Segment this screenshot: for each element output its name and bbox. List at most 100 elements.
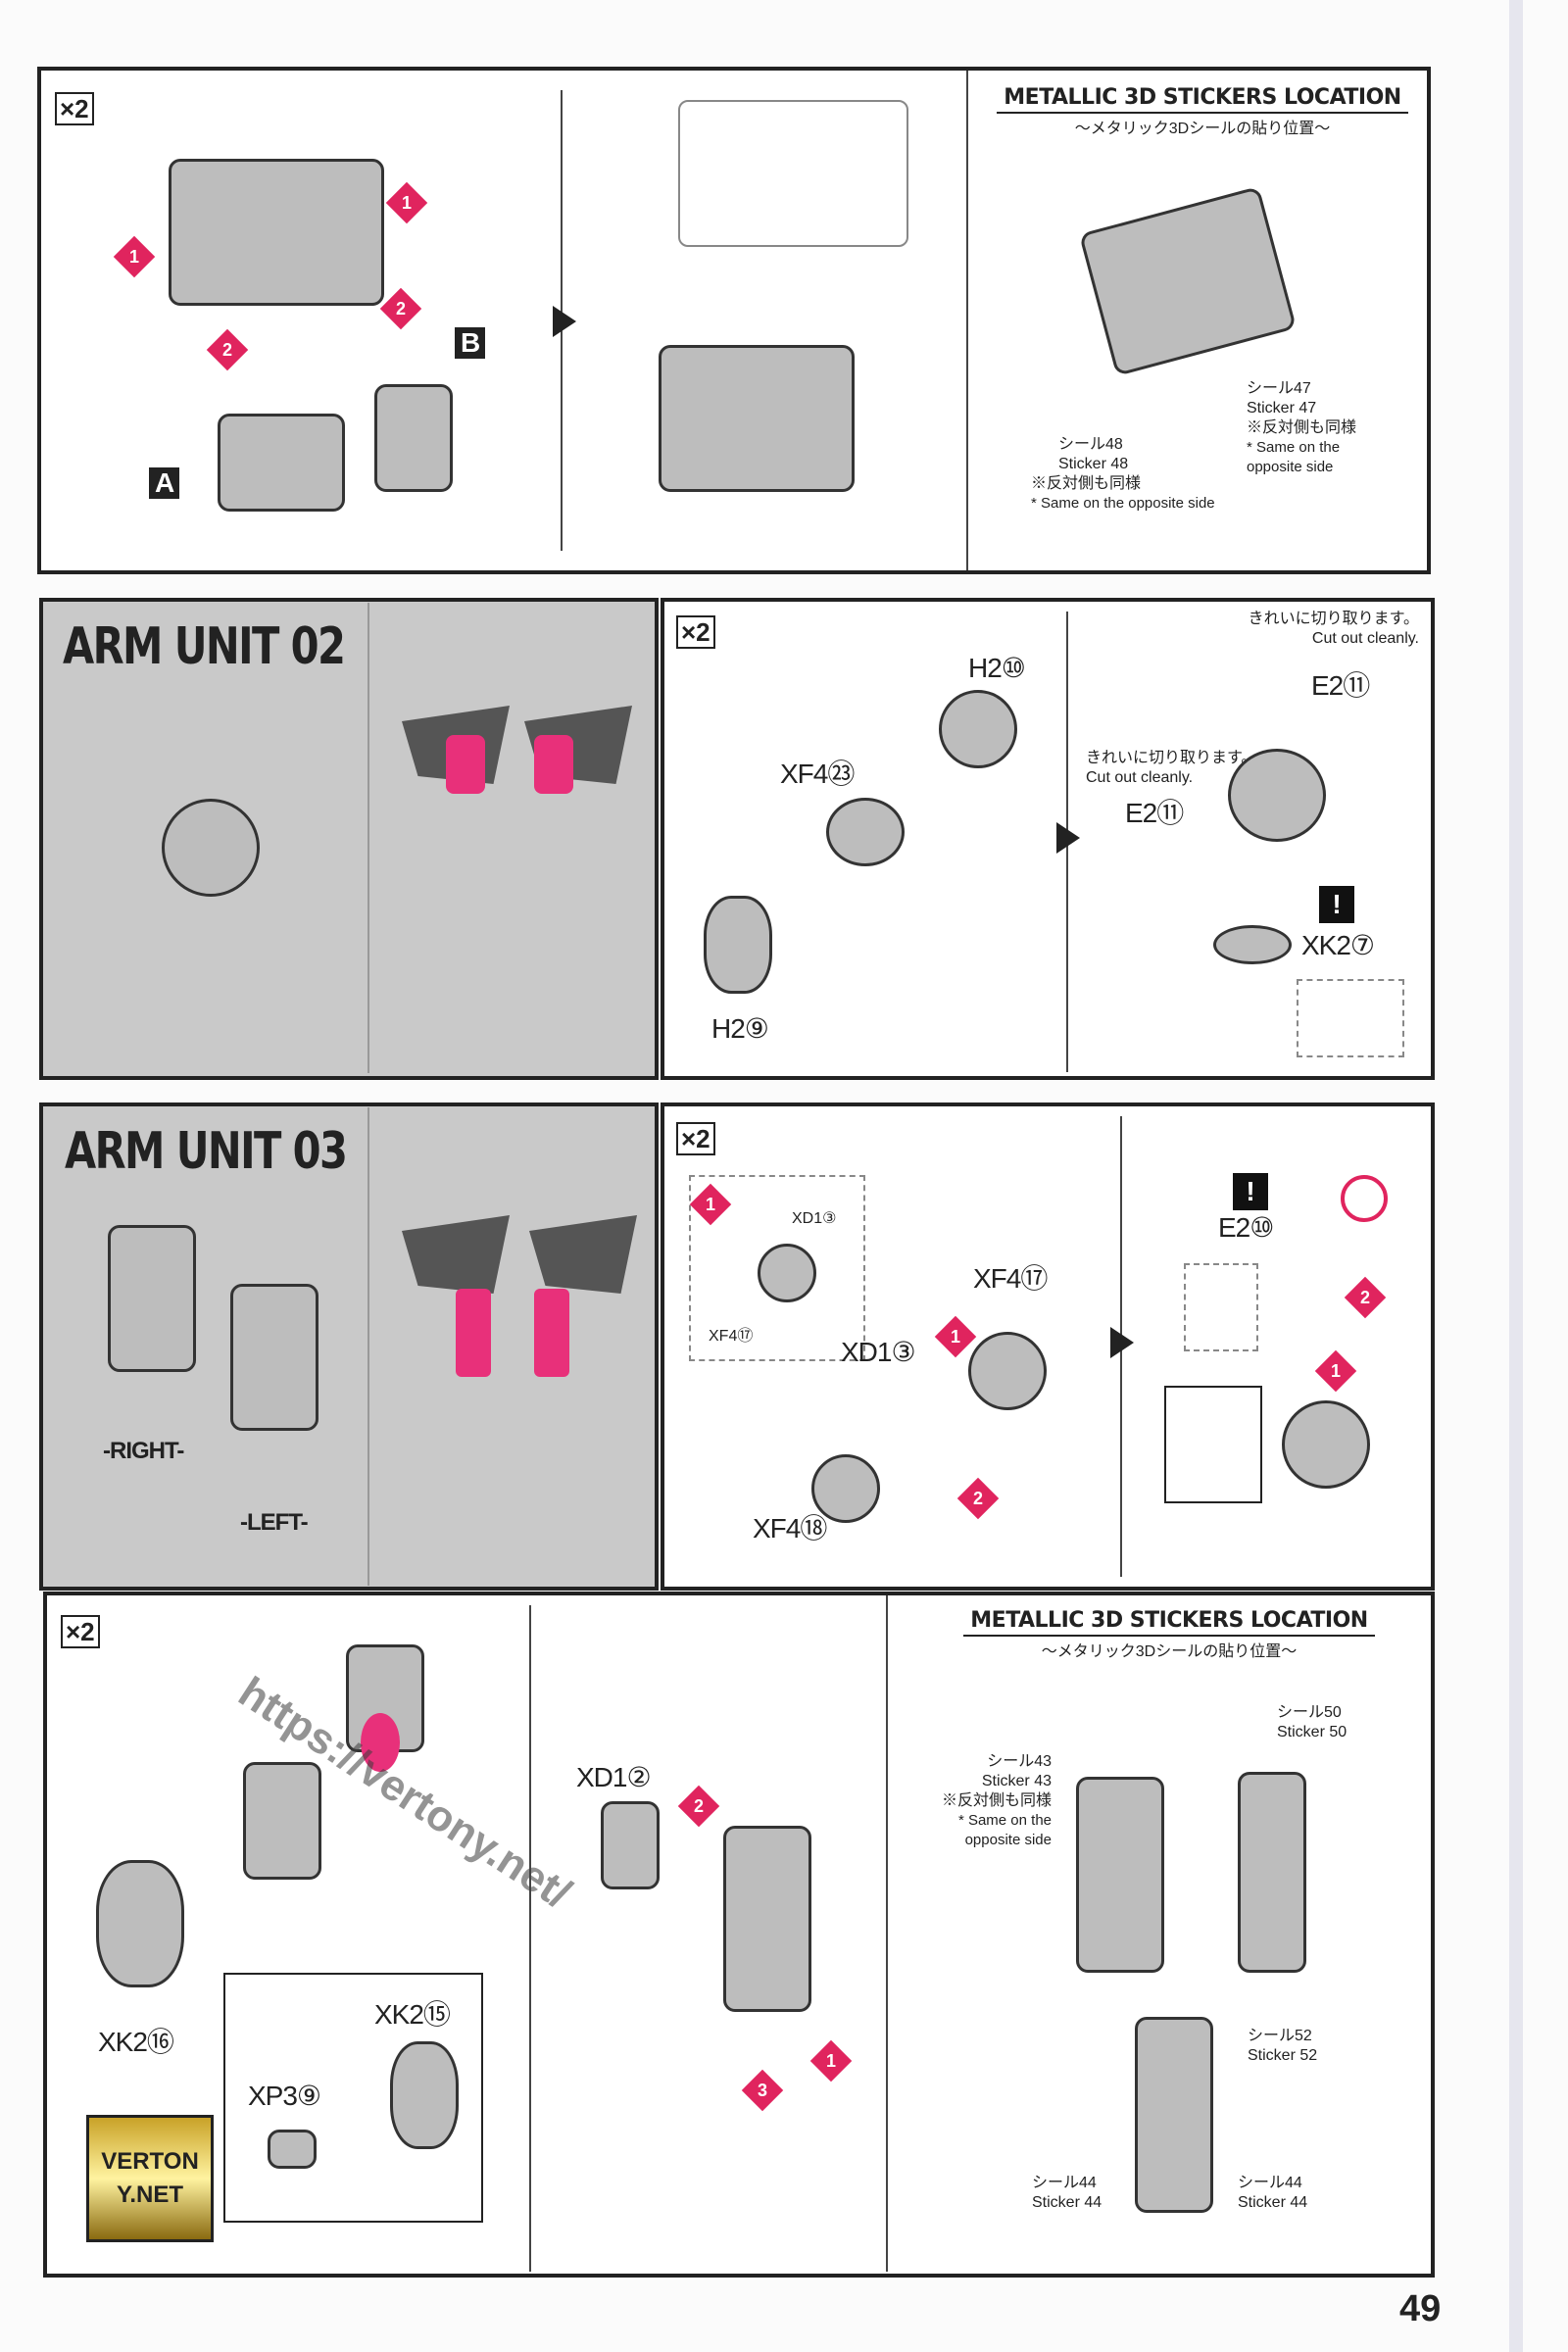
xf4-cap — [826, 798, 905, 866]
arm-unit-02-title: ARM UNIT 02 — [63, 617, 346, 676]
step-2-marker: 2 — [206, 328, 249, 371]
part-b — [374, 384, 453, 492]
part-e2-11: E2⑪ — [1125, 798, 1184, 828]
step-panel-4: ×2 XK2⑯ XK2⑮ XP3⑨ VERTONY.NET https://ve… — [43, 1592, 1435, 2278]
stickers-title: METALLIC 3D STICKERS LOCATION — [963, 1607, 1375, 1637]
highlight-part — [456, 1289, 491, 1377]
divider — [529, 1605, 531, 2272]
step-1-marker: 1 — [1314, 1349, 1357, 1393]
multiplier-badge: ×2 — [55, 92, 94, 125]
highlight-part — [534, 735, 573, 794]
xk2-cup — [1213, 925, 1292, 964]
part-h2-9: H2⑨ — [711, 1013, 769, 1044]
stickers-title: METALLIC 3D STICKERS LOCATION — [997, 84, 1408, 114]
xp3-part — [268, 2130, 317, 2169]
xk2-15-part — [390, 2041, 459, 2149]
page-number: 49 — [1399, 2288, 1442, 2329]
part-xd1-3: XD1③ — [792, 1210, 837, 1227]
part-xf4-18: XF4⑱ — [753, 1513, 827, 1544]
step-3-marker: 3 — [741, 2069, 784, 2112]
part-xf4-17: XF4⑰ — [709, 1328, 754, 1345]
arm-silhouette-dark — [402, 1215, 510, 1294]
left-arm-part — [230, 1284, 318, 1431]
page-edge — [1509, 0, 1523, 2352]
divider — [966, 71, 968, 570]
caution-icon: ! — [1233, 1173, 1268, 1210]
forearm-sticker-diagram — [1135, 2017, 1213, 2213]
elbow-assembly — [1282, 1400, 1370, 1489]
part-e2-10: E2⑩ — [1218, 1212, 1274, 1243]
shoulder-ball-assembly — [1228, 749, 1326, 842]
next-arrow — [1110, 1327, 1134, 1358]
right-arm-part — [108, 1225, 196, 1372]
forearm-sticker-diagram — [1076, 1777, 1164, 1973]
step-2-marker: 2 — [379, 287, 422, 330]
highlight-peg — [361, 1713, 400, 1772]
stickers-subtitle: ～メタリック3Dシールの貼り位置～ — [1074, 121, 1331, 137]
step-panel-2: ×2 H2⑩ XF4㉓ H2⑨ きれいに切り取ります。Cut out clean… — [661, 598, 1435, 1080]
step-1-marker: 1 — [113, 235, 156, 278]
highlight-part — [446, 735, 485, 794]
shoulder-ball-part — [162, 799, 260, 897]
elbow-assembly — [723, 1826, 811, 2012]
xk2-16-part — [96, 1860, 184, 1987]
vertony-logo: VERTONY.NET — [86, 2115, 214, 2242]
step-1-marker: 1 — [689, 1183, 732, 1226]
part-xd1-2: XD1② — [576, 1762, 652, 1792]
part-a — [218, 414, 345, 512]
h2-ring — [939, 690, 1017, 768]
divider — [368, 1107, 369, 1586]
arm-silhouette-dark — [529, 1215, 637, 1294]
backpack-part — [169, 159, 384, 306]
part-xf4-17: XF4⑰ — [973, 1263, 1048, 1294]
highlight-part — [534, 1289, 569, 1377]
multiplier-badge: ×2 — [61, 1615, 100, 1648]
left-label: -LEFT- — [240, 1509, 309, 1536]
step-1-marker: 1 — [809, 2039, 853, 2082]
xd1-part — [601, 1801, 660, 1889]
step-2-marker: 2 — [677, 1785, 720, 1828]
xf4-18-ring — [811, 1454, 880, 1523]
part-e2-11: E2⑪ — [1311, 670, 1370, 701]
divider — [368, 603, 369, 1073]
multiplier-badge: ×2 — [676, 1122, 715, 1155]
peg-detail-inset — [1164, 1386, 1262, 1503]
next-arrow — [1056, 822, 1080, 854]
label-a: A — [149, 467, 180, 499]
label-b: B — [455, 327, 486, 359]
divider — [886, 1595, 888, 2272]
detail-inset — [678, 100, 908, 247]
caution-icon: ! — [1319, 886, 1354, 923]
no-cutter-icon — [1341, 1175, 1388, 1222]
part-xk2-16: XK2⑯ — [98, 2027, 174, 2057]
part-xk2-15: XK2⑮ — [374, 1999, 451, 2030]
step-1-marker: 1 — [934, 1315, 977, 1358]
part-xd1-3: XD1③ — [841, 1337, 916, 1367]
xf4-ring — [758, 1244, 816, 1302]
cut-cleanly-note: きれいに切り取ります。Cut out cleanly. — [1248, 611, 1419, 647]
stickers-subtitle: ～メタリック3Dシールの貼り位置～ — [1041, 1643, 1298, 1660]
next-arrow — [553, 306, 576, 337]
step-2-marker: 2 — [956, 1477, 1000, 1520]
forearm-sticker-diagram — [1238, 1772, 1306, 1973]
cut-cleanly-note: きれいに切り取ります。Cut out cleanly. — [1086, 750, 1257, 786]
xf4-17-ring — [968, 1332, 1047, 1410]
multiplier-badge: ×2 — [676, 615, 715, 649]
arm-unit-03-title: ARM UNIT 03 — [65, 1122, 348, 1181]
forearm-joint — [243, 1762, 321, 1880]
e2-inset — [1184, 1263, 1258, 1351]
step-1-marker: 1 — [385, 181, 428, 224]
xk2-detail-inset — [1297, 979, 1404, 1057]
assembled-backpack — [659, 345, 855, 492]
h2-ball — [704, 896, 772, 994]
part-h2-10: H2⑩ — [968, 653, 1026, 683]
step-panel-3: ×2 1 XD1③ XF4⑰ XD1③ XF4⑰ XF4⑱ 1 2 ! E2⑩ … — [661, 1102, 1435, 1591]
backpack-sticker-diagram — [1078, 185, 1298, 377]
